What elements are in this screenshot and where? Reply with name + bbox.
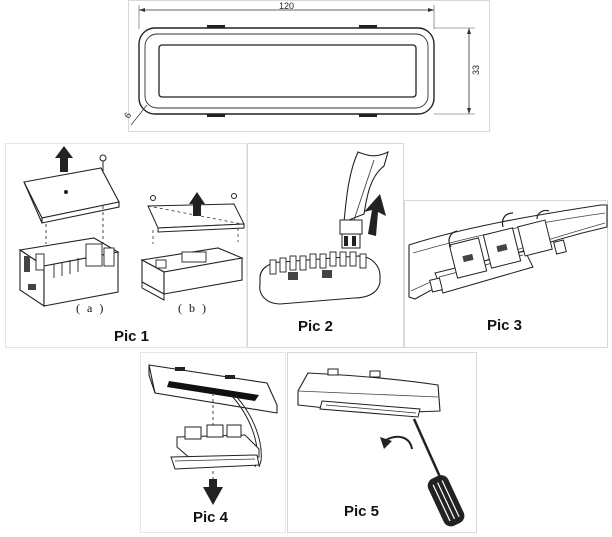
pic2-illustration xyxy=(259,150,389,305)
dimension-drawing xyxy=(130,5,475,126)
pic5-panel: Pic 5 xyxy=(287,352,477,533)
pic4-caption: Pic 4 xyxy=(193,509,229,526)
pic4-illustration xyxy=(148,364,278,505)
width-dimension-label: 120 xyxy=(279,1,294,11)
pic1-label-b: ( b ) xyxy=(178,301,208,315)
pic5-illustration xyxy=(297,368,465,527)
radius-dimension-label: 6 xyxy=(122,111,133,120)
pic3-illustration xyxy=(408,204,608,300)
pic2-panel: Pic 2 xyxy=(247,143,404,348)
pic2-caption: Pic 2 xyxy=(298,318,334,335)
pic4-panel: Pic 4 xyxy=(140,352,286,533)
pic3-caption: Pic 3 xyxy=(487,317,523,334)
pic3-panel: Pic 3 xyxy=(404,200,608,348)
pic1-illustration xyxy=(18,146,245,308)
height-dimension-label: 33 xyxy=(471,65,481,75)
pic5-caption: Pic 5 xyxy=(344,503,380,520)
pic1-caption: Pic 1 xyxy=(114,328,150,345)
pic1-label-a: ( a ) xyxy=(76,301,106,315)
pic1-panel: ( a ) ( b ) Pic 1 xyxy=(5,143,247,348)
dimension-drawing-panel: 120 33 6 xyxy=(122,0,490,132)
